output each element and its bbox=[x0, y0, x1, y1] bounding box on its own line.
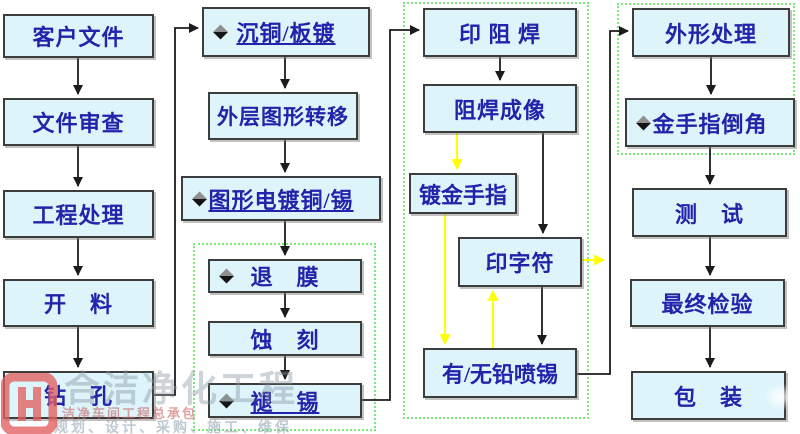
node-solder-mask-print: 印 阻 焊 bbox=[423, 8, 577, 57]
node-material-cutting: 开 料 bbox=[3, 279, 154, 327]
diamond-bullet-icon bbox=[192, 191, 207, 206]
black-flow-arrows bbox=[73, 23, 716, 401]
node-gold-finger-plating: 镀金手指 bbox=[409, 173, 517, 214]
node-label: 褪 锡 bbox=[250, 389, 320, 415]
node-label: 最终检验 bbox=[661, 292, 754, 317]
node-label: 文件审查 bbox=[32, 111, 125, 136]
node-label: 客户文件 bbox=[32, 25, 125, 50]
node-silkscreen-print: 印字符 bbox=[458, 237, 582, 287]
node-solder-mask-imaging: 阻焊成像 bbox=[423, 84, 577, 133]
node-label: 阻焊成像 bbox=[453, 97, 546, 123]
node-strip-film: 退 膜 bbox=[208, 259, 362, 293]
node-engineering-processing: 工程处理 bbox=[3, 190, 154, 238]
group-solder-mask-process bbox=[403, 2, 589, 419]
node-label: 包 装 bbox=[673, 384, 743, 410]
node-final-inspection: 最终检验 bbox=[630, 279, 785, 327]
node-file-review: 文件审查 bbox=[3, 98, 154, 146]
group-profile-process bbox=[617, 3, 795, 155]
node-label: 有/无铅喷锡 bbox=[441, 362, 559, 387]
node-drilling: 钻 孔 bbox=[3, 371, 154, 419]
diamond-bullet-icon bbox=[219, 268, 234, 284]
node-profile-processing: 外形处理 bbox=[632, 8, 790, 57]
yellow-goldfinger-arrows bbox=[439, 133, 606, 348]
node-label: 外形处理 bbox=[664, 21, 757, 47]
node-label: 退 膜 bbox=[250, 265, 320, 290]
node-label: 印 阻 焊 bbox=[458, 21, 541, 47]
node-gold-finger-beveling: 金手指倒角 bbox=[625, 98, 795, 147]
node-label: 蚀 刻 bbox=[250, 327, 320, 353]
node-label: 工程处理 bbox=[32, 203, 125, 228]
node-label: 外层图形转移 bbox=[217, 105, 349, 129]
node-outer-pattern-transfer: 外层图形转移 bbox=[208, 92, 358, 140]
node-testing: 测 试 bbox=[632, 188, 787, 237]
node-label: 开 料 bbox=[43, 292, 113, 317]
node-label: 测 试 bbox=[674, 201, 744, 227]
node-leaded-leadfree-hasl: 有/无铅喷锡 bbox=[423, 348, 577, 398]
node-label: 钻 孔 bbox=[43, 384, 113, 409]
node-etching: 蚀 刻 bbox=[208, 321, 362, 356]
node-label: 金手指倒角 bbox=[652, 111, 768, 137]
node-label: 镀金手指 bbox=[418, 182, 507, 208]
diamond-bullet-icon bbox=[213, 24, 228, 40]
node-label: 印字符 bbox=[485, 251, 555, 276]
node-label: 图形电镀铜/锡 bbox=[208, 187, 354, 213]
node-packaging: 包 装 bbox=[631, 371, 786, 420]
diamond-bullet-icon bbox=[636, 115, 651, 130]
diamond-bullet-icon bbox=[219, 393, 234, 408]
node-customer-files: 客户文件 bbox=[3, 14, 154, 58]
node-strip-tin: 褪 锡 bbox=[208, 383, 362, 418]
node-pattern-plating-copper-tin: 图形电镀铜/锡 bbox=[181, 176, 381, 221]
node-label: 沉铜/板镀 bbox=[236, 21, 336, 46]
node-copper-deposition-panel-plating: 沉铜/板镀 bbox=[202, 7, 370, 57]
